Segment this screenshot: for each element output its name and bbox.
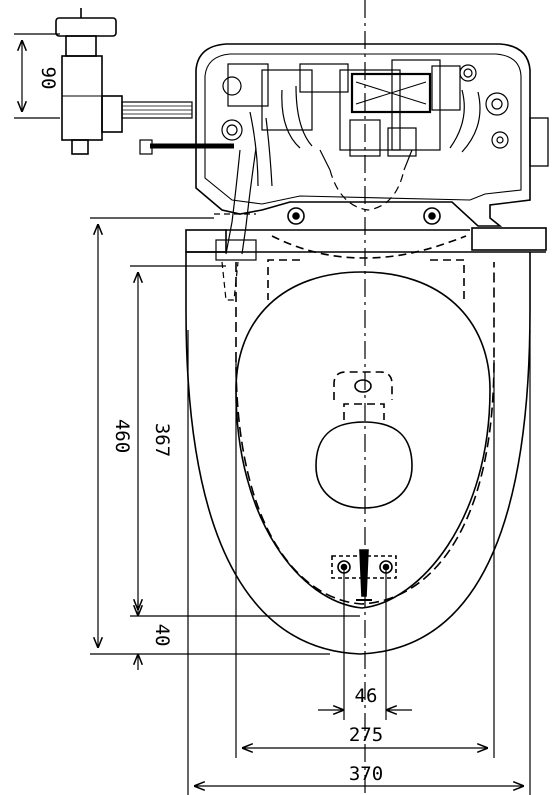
dim-inlet-offset — [14, 33, 60, 119]
dim-label-275: 275 — [349, 724, 383, 746]
dim-label-90: 90 — [37, 67, 59, 90]
seat-outline — [235, 262, 495, 605]
drain-arm — [214, 111, 273, 301]
water-supply-fitting — [55, 8, 123, 155]
nozzle-housing — [333, 371, 393, 420]
dim-seat-length — [130, 265, 360, 617]
hinge-area-side-lines — [267, 259, 465, 300]
cover-outline — [235, 271, 491, 609]
internal-mechanism — [221, 59, 509, 211]
dim-hinge-spacing — [318, 570, 412, 720]
mounting-bolts — [287, 207, 441, 225]
supply-hoses — [121, 101, 234, 155]
dim-total-length — [90, 217, 330, 655]
control-unit-housing — [185, 43, 549, 253]
dim-label-370: 370 — [349, 763, 383, 785]
dim-label-40: 40 — [151, 624, 173, 647]
dim-overall-width — [187, 330, 531, 795]
dim-inner-width — [235, 360, 495, 758]
seat-hinge-area — [271, 235, 467, 259]
dim-label-46: 46 — [355, 685, 378, 707]
bowl-opening — [315, 421, 413, 509]
dim-label-367: 367 — [151, 423, 173, 457]
bowl-outer-rim — [185, 252, 531, 655]
dim-label-460: 460 — [111, 419, 133, 453]
